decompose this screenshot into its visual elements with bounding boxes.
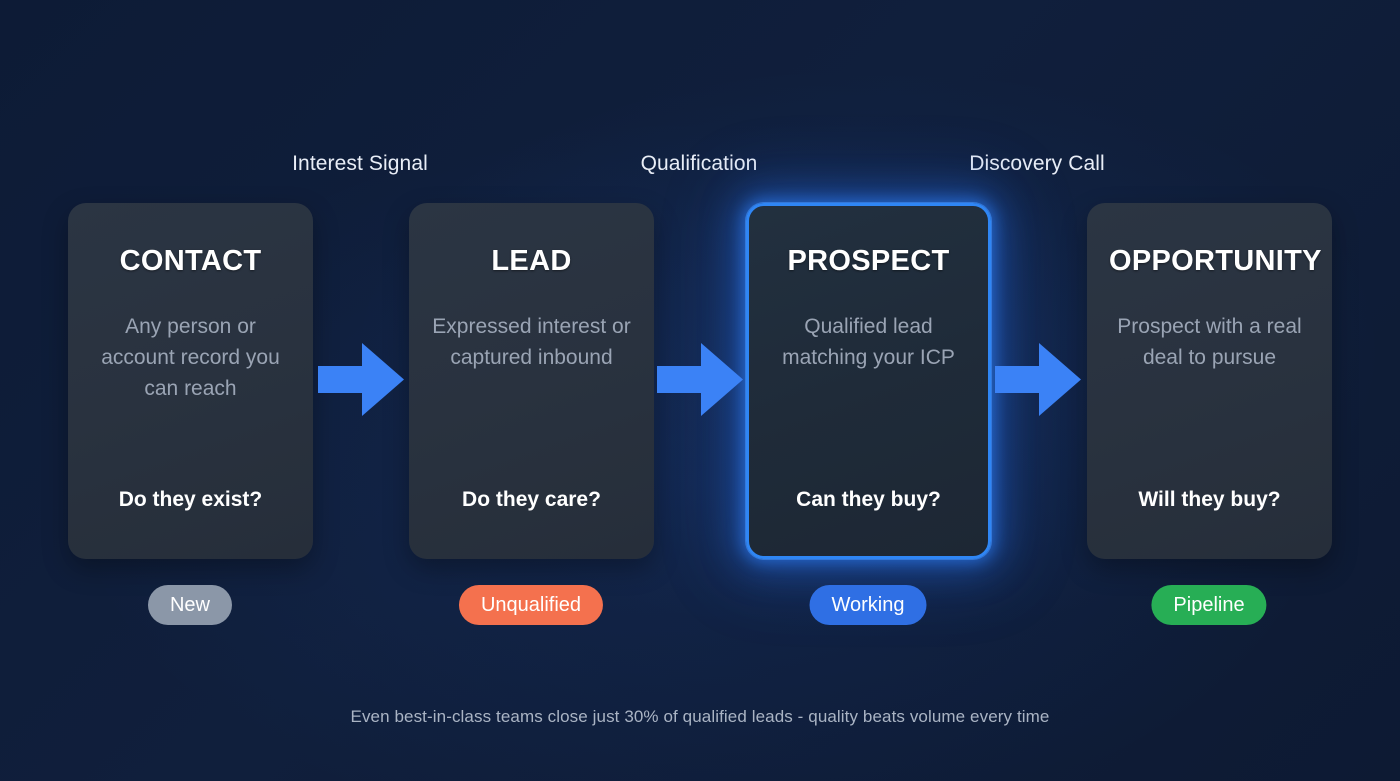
stage-description: Any person or account record you can rea…: [101, 315, 280, 400]
stage-card-opportunity[interactable]: OPPORTUNITY Prospect with a real deal to …: [1087, 203, 1332, 559]
connector-label: Interest Signal: [292, 152, 428, 175]
stage-title: PROSPECT: [787, 245, 950, 277]
connector-labels: Interest Signal Qualification Discovery Ca…: [0, 152, 1400, 186]
connector-label: Qualification: [640, 152, 758, 175]
stage-title: LEAD: [491, 245, 572, 277]
stage-question: Do they exist?: [118, 488, 263, 511]
arrow-contact-to-lead: [318, 343, 404, 416]
arrow-lead-to-prospect: [657, 343, 743, 416]
stage-badges: New Unqualified Working Pipeline: [0, 585, 1400, 625]
stage-question: Do they care?: [462, 488, 601, 511]
status-badge-prospect[interactable]: Working: [809, 585, 927, 625]
stage-description: Qualified lead matching your ICP: [782, 315, 955, 369]
stage-description: Expressed interest or captured inbound: [432, 315, 631, 369]
status-badge-contact[interactable]: New: [147, 585, 233, 625]
status-badge-opportunity[interactable]: Pipeline: [1151, 585, 1267, 625]
stage-title: CONTACT: [119, 245, 262, 277]
stage-description: Prospect with a real deal to pursue: [1117, 315, 1302, 369]
connector-label: Discovery Call: [969, 152, 1105, 175]
footer-note: Even best-in-class teams close just 30% …: [350, 707, 1050, 726]
stage-card-lead[interactable]: LEAD Expressed interest or captured inbou…: [409, 203, 654, 559]
stage-card-contact[interactable]: CONTACT Any person or account record you …: [68, 203, 313, 559]
stage-question: Will they buy?: [1138, 488, 1281, 511]
stage-card-prospect[interactable]: PROSPECT Qualified lead matching your ICP…: [746, 203, 991, 559]
arrow-prospect-to-opportunity: [995, 343, 1081, 416]
stage-title: OPPORTUNITY: [1109, 245, 1322, 277]
stage-cards: CONTACT Any person or account record you …: [0, 203, 1400, 559]
stage-question: Can they buy?: [796, 488, 941, 511]
status-badge-lead[interactable]: Unqualified: [458, 585, 604, 625]
